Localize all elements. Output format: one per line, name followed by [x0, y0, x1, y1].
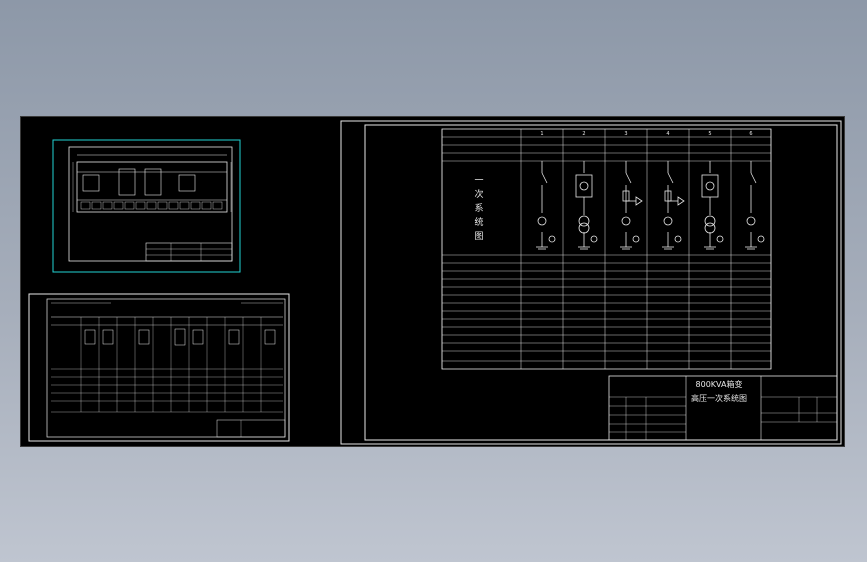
- arrow-icon: [635, 196, 643, 206]
- transformer-icon: [704, 222, 716, 234]
- fuse-box: [701, 174, 719, 198]
- transformer-icon: [578, 215, 590, 227]
- lamp-icon: [746, 216, 756, 226]
- indicator-icon: [548, 235, 556, 243]
- sheet-layout-top-left[interactable]: [52, 139, 241, 273]
- switch-blade: [750, 172, 757, 184]
- drawing-title-line1: 800KVA箱变: [696, 379, 743, 389]
- switch-blade: [541, 172, 548, 184]
- column-number: 2: [582, 131, 585, 137]
- side-label-char: 系: [474, 203, 483, 214]
- transformer-icon: [578, 222, 590, 234]
- fuse-symbol: [705, 181, 715, 191]
- side-label-char: 统: [474, 216, 483, 228]
- column-number: 6: [749, 131, 752, 137]
- indicator-icon: [632, 235, 640, 243]
- column-number: 3: [624, 131, 627, 137]
- side-label: 一 次 系 统 图: [474, 176, 483, 242]
- sheet-diagram-bottom-left[interactable]: [28, 293, 290, 442]
- switch-blade: [625, 172, 632, 184]
- indicator-icon: [757, 235, 765, 243]
- lamp-icon: [537, 216, 547, 226]
- feeder-circuit: [662, 161, 685, 250]
- indicator-icon: [674, 235, 682, 243]
- lamp-icon: [663, 216, 673, 226]
- arrow-icon: [677, 196, 685, 206]
- indicator-icon: [716, 235, 724, 243]
- title-block: 800KVA箱变 高压一次系统图: [608, 375, 838, 441]
- column-number: 4: [666, 131, 669, 137]
- drawing-title-line2: 高压一次系统图: [691, 393, 747, 403]
- side-label-char: 次: [474, 188, 483, 200]
- indicator-icon: [590, 235, 598, 243]
- lamp-icon: [621, 216, 631, 226]
- feeder-circuit: [620, 161, 643, 250]
- feeder-circuit: [701, 161, 724, 250]
- side-label-char: 一: [474, 176, 483, 186]
- column-number: 1: [540, 131, 543, 137]
- feeder-circuit: [536, 161, 556, 250]
- switch-blade: [667, 172, 674, 184]
- transformer-icon: [704, 215, 716, 227]
- fuse-box: [575, 174, 593, 198]
- side-label-char: 图: [474, 231, 483, 242]
- column-number: 5: [708, 131, 711, 137]
- feeder-circuit: [745, 161, 765, 250]
- feeder-circuit: [575, 161, 598, 250]
- fuse-symbol: [579, 181, 589, 191]
